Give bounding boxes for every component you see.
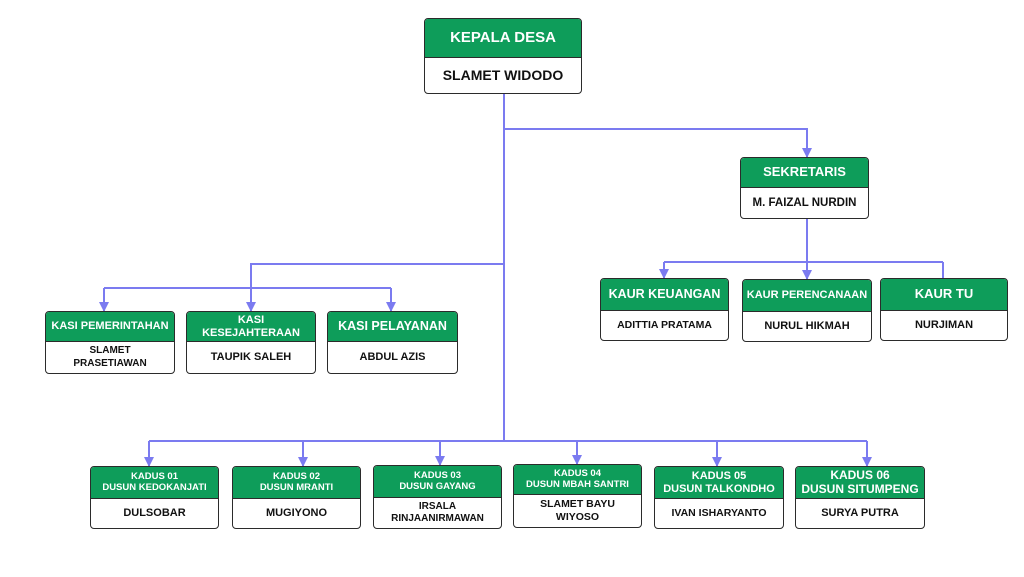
node-kadus-01: KADUS 01 DUSUN KEDOKANJATI DULSOBAR xyxy=(90,466,219,529)
node-kadus-02: KADUS 02 DUSUN MRANTI MUGIYONO xyxy=(232,466,361,529)
name-text: NURJIMAN xyxy=(914,318,974,331)
node-kadus-06: KADUS 06 DUSUN SITUMPENG SURYA PUTRA xyxy=(795,466,925,529)
role-text-line-1: KADUS 01 xyxy=(131,471,178,483)
node-name: IRSALA RINJAANIRMAWAN xyxy=(374,498,501,528)
name-text: DULSOBAR xyxy=(123,506,186,519)
name-text: M. FAIZAL NURDIN xyxy=(752,196,857,209)
node-kepala-desa: KEPALA DESA SLAMET WIDODO xyxy=(424,18,582,94)
node-kaur-perencanaan: KAUR PERENCANAAN NURUL HIKMAH xyxy=(742,279,872,342)
name-text-line-1: SLAMET BAYU xyxy=(540,497,615,510)
role-text-line-1: KADUS 05 xyxy=(691,470,747,483)
node-role: KADUS 06 DUSUN SITUMPENG xyxy=(796,467,924,499)
role-text: SEKRETARIS xyxy=(763,164,846,180)
node-name: SLAMET PRASETIAWAN xyxy=(46,342,174,373)
node-name: SLAMET BAYU WIYOSO xyxy=(514,495,641,527)
node-role: KADUS 05 DUSUN TALKONDHO xyxy=(655,467,783,499)
name-text: ADITTIA PRATAMA xyxy=(617,318,712,331)
name-text-line-2: WIYOSO xyxy=(555,511,600,523)
node-kaur-tu: KAUR TU NURJIMAN xyxy=(880,278,1008,341)
node-role: KAUR TU xyxy=(881,279,1007,311)
node-name: ABDUL AZIS xyxy=(328,342,457,373)
node-name: DULSOBAR xyxy=(91,499,218,528)
role-text: KAUR KEUANGAN xyxy=(608,286,721,301)
role-text: KASI PEMERINTAHAN xyxy=(51,320,169,333)
role-text: KAUR PERENCANAAN xyxy=(746,289,868,302)
node-kasi-kesejahteraan: KASI KESEJAHTERAAN TAUPIK SALEH xyxy=(186,311,316,374)
name-text: NURUL HIKMAH xyxy=(764,319,850,332)
role-text: KASI PELAYANAN xyxy=(338,318,447,333)
name-text-line-2: PRASETIAWAN xyxy=(73,357,147,369)
role-text-line-1: KADUS 04 xyxy=(554,468,601,480)
role-text-line-2: DUSUN MRANTI xyxy=(259,481,334,493)
node-name: TAUPIK SALEH xyxy=(187,342,315,373)
node-role: KASI PEMERINTAHAN xyxy=(46,312,174,342)
node-role: KEPALA DESA xyxy=(425,19,581,58)
connector-kasi-branch xyxy=(250,263,504,288)
node-name: SLAMET WIDODO xyxy=(425,58,581,93)
node-name: ADITTIA PRATAMA xyxy=(601,311,728,340)
role-text-line-2: DUSUN GAYANG xyxy=(399,480,476,492)
node-role: KASI PELAYANAN xyxy=(328,312,457,342)
node-name: IVAN ISHARYANTO xyxy=(655,499,783,528)
role-text-line-1: KADUS 03 xyxy=(414,470,461,482)
node-kasi-pemerintahan: KASI PEMERINTAHAN SLAMET PRASETIAWAN xyxy=(45,311,175,374)
node-role: KAUR PERENCANAAN xyxy=(743,280,871,312)
name-text: SURYA PUTRA xyxy=(821,506,899,519)
role-text-line-2: DUSUN TALKONDHO xyxy=(663,482,775,495)
role-text-line-1: KADUS 06 xyxy=(830,468,890,483)
role-text-line-2: DUSUN MBAH SANTRI xyxy=(526,478,629,490)
node-name: M. FAIZAL NURDIN xyxy=(741,188,868,218)
name-text: SLAMET WIDODO xyxy=(442,66,564,83)
name-text-line-2: RINJAANIRMAWAN xyxy=(391,513,484,524)
connector-to-sekretaris xyxy=(504,128,812,158)
node-role: KADUS 01 DUSUN KEDOKANJATI xyxy=(91,467,218,499)
node-kadus-04: KADUS 04 DUSUN MBAH SANTRI SLAMET BAYU W… xyxy=(513,464,642,528)
role-text-line-2: DUSUN SITUMPENG xyxy=(801,481,919,496)
name-text: IVAN ISHARYANTO xyxy=(671,506,767,519)
node-role: KADUS 04 DUSUN MBAH SANTRI xyxy=(514,465,641,495)
node-kadus-05: KADUS 05 DUSUN TALKONDHO IVAN ISHARYANTO xyxy=(654,466,784,529)
node-kaur-keuangan: KAUR KEUANGAN ADITTIA PRATAMA xyxy=(600,278,729,341)
node-role: KADUS 02 DUSUN MRANTI xyxy=(233,467,360,499)
name-text: TAUPIK SALEH xyxy=(210,350,292,363)
role-text-line-1: KADUS 02 xyxy=(273,471,320,483)
node-role: KASI KESEJAHTERAAN xyxy=(187,312,315,342)
node-role: KADUS 03 DUSUN GAYANG xyxy=(374,466,501,498)
name-text-line-1: SLAMET xyxy=(89,345,131,356)
role-text-line-2: DUSUN KEDOKANJATI xyxy=(102,481,207,493)
name-text: ABDUL AZIS xyxy=(359,350,426,363)
node-name: NURJIMAN xyxy=(881,311,1007,340)
node-role: SEKRETARIS xyxy=(741,158,868,188)
node-name: MUGIYONO xyxy=(233,499,360,528)
node-kasi-pelayanan: KASI PELAYANAN ABDUL AZIS xyxy=(327,311,458,374)
role-text: KAUR TU xyxy=(914,286,974,302)
node-kadus-03: KADUS 03 DUSUN GAYANG IRSALA RINJAANIRMA… xyxy=(373,465,502,529)
node-sekretaris: SEKRETARIS M. FAIZAL NURDIN xyxy=(740,157,869,219)
node-name: NURUL HIKMAH xyxy=(743,312,871,341)
name-text-line-1: IRSALA xyxy=(418,500,457,512)
role-text: KASI KESEJAHTERAAN xyxy=(202,314,300,339)
node-role: KAUR KEUANGAN xyxy=(601,279,728,311)
name-text: MUGIYONO xyxy=(265,506,328,519)
role-text: KEPALA DESA xyxy=(450,28,556,46)
node-name: SURYA PUTRA xyxy=(796,499,924,528)
